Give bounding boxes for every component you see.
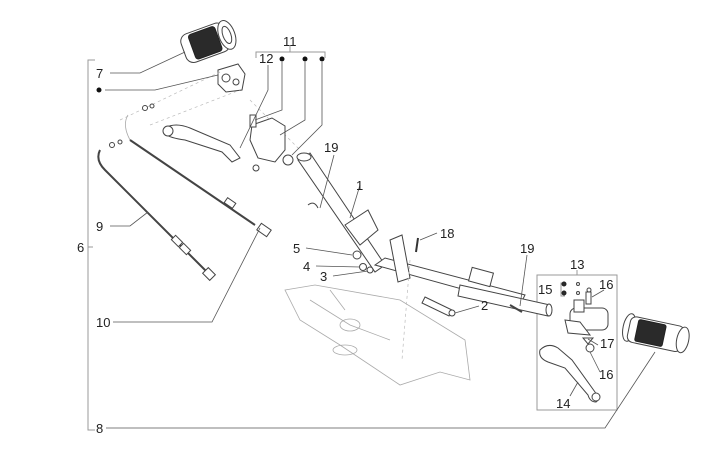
callout-16-lower: 16 [599, 367, 613, 382]
callout-18: 18 [440, 226, 454, 241]
callout-1: 1 [356, 178, 363, 193]
left-master-cylinder [249, 114, 294, 172]
group-bracket-6 [87, 59, 95, 431]
group-bracket-11 [255, 46, 326, 58]
callout-15: 15 [538, 282, 552, 297]
left-switch [217, 63, 246, 93]
callout-7: 7 [96, 66, 103, 81]
cable-10 [125, 103, 272, 238]
callout-3: 3 [320, 269, 327, 284]
callout-13: 13 [570, 257, 584, 272]
callout-4: 4 [303, 259, 310, 274]
callout-14: 14 [556, 396, 570, 411]
callout-6: 6 [77, 240, 84, 255]
washers [352, 250, 374, 274]
handlebar-cover [284, 259, 471, 386]
callout-10: 10 [96, 315, 110, 330]
left-lever [162, 124, 241, 163]
callout-11: 11 [283, 34, 297, 49]
leader-lines [105, 51, 656, 429]
callout-16-upper: 16 [599, 277, 613, 292]
callout-19-left: 19 [324, 140, 338, 155]
callout-2: 2 [481, 298, 488, 313]
handlebar-frame [296, 152, 526, 306]
right-master-cylinder [561, 281, 609, 353]
bolt-2 [421, 296, 456, 317]
marker-dot [279, 56, 285, 62]
callout-9: 9 [96, 219, 103, 234]
callout-8: 8 [96, 421, 103, 436]
callout-19-right: 19 [520, 241, 534, 256]
right-tube [457, 284, 553, 317]
left-grip [180, 20, 237, 63]
marker-dot [302, 56, 308, 62]
cable-9 [97, 139, 217, 282]
screw-18 [415, 237, 419, 253]
callout-17: 17 [600, 336, 614, 351]
marker-dot [96, 87, 102, 93]
callout-5: 5 [293, 241, 300, 256]
marker-dot [319, 56, 325, 62]
right-lever [539, 344, 601, 403]
right-grip [622, 313, 690, 354]
callout-12: 12 [259, 51, 273, 66]
